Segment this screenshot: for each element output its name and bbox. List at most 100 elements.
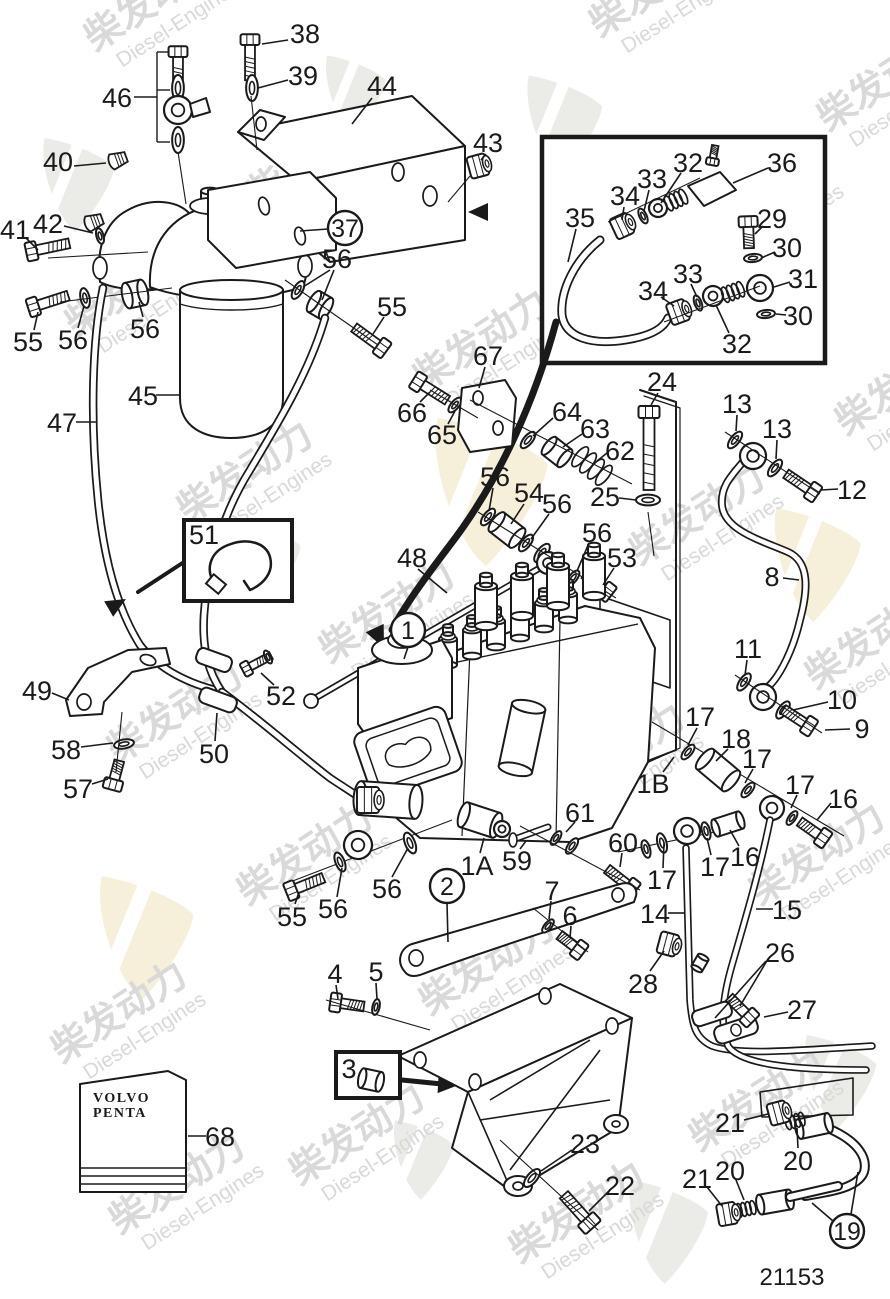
- svg-text:55: 55: [277, 902, 307, 932]
- volvo-logo-line2: PENTA: [93, 1106, 147, 1121]
- svg-text:30: 30: [783, 301, 813, 331]
- callout-13-25: 13: [722, 389, 752, 432]
- svg-text:53: 53: [607, 543, 637, 573]
- svg-text:2: 2: [440, 873, 454, 901]
- svg-text:33: 33: [637, 164, 667, 194]
- callout-60-52: 60: [608, 828, 638, 868]
- callout-1A-53: 1A: [460, 837, 494, 881]
- svg-text:20: 20: [783, 1146, 813, 1176]
- svg-text:16: 16: [828, 784, 858, 814]
- callout-56-31: 56: [530, 489, 572, 540]
- svg-text:46: 46: [102, 83, 132, 113]
- callout-67-17: 67: [473, 341, 503, 389]
- figure-number: 21153: [760, 1264, 825, 1291]
- svg-text:11: 11: [734, 634, 762, 664]
- callout-33-88: 33: [673, 259, 703, 298]
- svg-text:21: 21: [715, 1108, 745, 1138]
- callout-34-89: 34: [638, 276, 675, 307]
- svg-text:54: 54: [514, 478, 544, 508]
- svg-text:67: 67: [473, 341, 503, 371]
- svg-text:56: 56: [542, 489, 572, 519]
- svg-text:34: 34: [638, 276, 668, 306]
- callout-56-9: 56: [302, 244, 352, 301]
- svg-text:1A: 1A: [460, 851, 493, 881]
- svg-text:26: 26: [765, 938, 795, 968]
- svg-text:47: 47: [47, 408, 77, 438]
- svg-text:20: 20: [715, 1156, 745, 1186]
- callout-44-2: 44: [351, 71, 397, 125]
- callout-35-79: 35: [565, 203, 595, 263]
- svg-text:18: 18: [721, 724, 751, 754]
- svg-text:61: 61: [565, 798, 595, 828]
- svg-text:56: 56: [318, 894, 348, 924]
- callout-12-27: 12: [820, 475, 867, 505]
- callout-17-61: 17: [647, 842, 677, 895]
- svg-text:32: 32: [673, 148, 703, 178]
- svg-text:41: 41: [0, 215, 30, 245]
- svg-text:19: 19: [833, 1218, 861, 1246]
- svg-text:7: 7: [544, 876, 559, 906]
- callout-17-44: 17: [685, 702, 715, 746]
- svg-text:56: 56: [322, 244, 352, 274]
- callout-13-26: 13: [762, 414, 792, 460]
- svg-text:33: 33: [673, 259, 703, 289]
- callout-55-10: 55: [372, 292, 407, 335]
- svg-text:48: 48: [397, 543, 427, 573]
- svg-text:25: 25: [590, 482, 620, 512]
- callout-56-29: 56: [480, 462, 510, 512]
- callout-63-21: 63: [562, 414, 610, 448]
- callout-46-3: 46: [102, 83, 157, 113]
- svg-text:4: 4: [327, 959, 342, 989]
- svg-text:10: 10: [827, 685, 857, 715]
- callout-3-70: 3: [341, 1054, 356, 1084]
- callout-28-65: 28: [628, 950, 665, 999]
- callout-41-7: 41: [0, 215, 39, 251]
- svg-text:9: 9: [854, 714, 869, 744]
- callout-16-48: 16: [816, 784, 858, 821]
- svg-text:13: 13: [762, 414, 792, 444]
- callout-1-35: 1: [389, 611, 427, 660]
- svg-text:45: 45: [128, 381, 158, 411]
- callout-37-8: 37: [299, 209, 364, 247]
- svg-text:14: 14: [640, 899, 670, 929]
- svg-text:62: 62: [605, 436, 635, 466]
- callout-59-51: 59: [502, 840, 532, 876]
- callout-53-33: 53: [602, 543, 637, 586]
- svg-text:32: 32: [722, 329, 752, 359]
- svg-text:29: 29: [757, 204, 787, 234]
- callout-9-43: 9: [824, 714, 870, 744]
- callout-16-62: 16: [729, 829, 760, 872]
- svg-text:35: 35: [565, 203, 595, 233]
- callout-11-41: 11: [734, 634, 762, 676]
- callout-68-73: 68: [188, 1122, 235, 1152]
- callout-57-39: 57: [63, 774, 109, 804]
- callout-17-47: 17: [785, 770, 815, 809]
- callout-25-24: 25: [590, 482, 637, 512]
- callout-21-74: 21: [715, 1108, 769, 1138]
- callout-58-38: 58: [51, 735, 114, 765]
- callout-45-14: 45: [128, 381, 179, 411]
- callout-10-42: 10: [792, 685, 857, 715]
- svg-text:68: 68: [205, 1122, 235, 1152]
- svg-text:30: 30: [772, 233, 802, 263]
- svg-text:43: 43: [473, 128, 503, 158]
- svg-text:13: 13: [722, 389, 752, 419]
- callout-15-64: 15: [756, 895, 802, 925]
- svg-text:28: 28: [628, 969, 658, 999]
- svg-text:17: 17: [685, 702, 715, 732]
- svg-text:17: 17: [742, 744, 772, 774]
- svg-text:38: 38: [290, 19, 320, 49]
- callout-29-84: 29: [754, 204, 787, 235]
- svg-text:58: 58: [51, 735, 81, 765]
- callout-36-83: 36: [732, 148, 797, 184]
- callout-54-30: 54: [510, 478, 544, 525]
- svg-text:50: 50: [199, 739, 229, 769]
- svg-text:64: 64: [552, 397, 582, 427]
- svg-text:31: 31: [788, 264, 818, 294]
- callout-18-45: 18: [715, 724, 751, 762]
- callout-43-4: 43: [473, 128, 503, 161]
- callout-6-59: 6: [562, 901, 578, 939]
- svg-text:59: 59: [502, 846, 532, 876]
